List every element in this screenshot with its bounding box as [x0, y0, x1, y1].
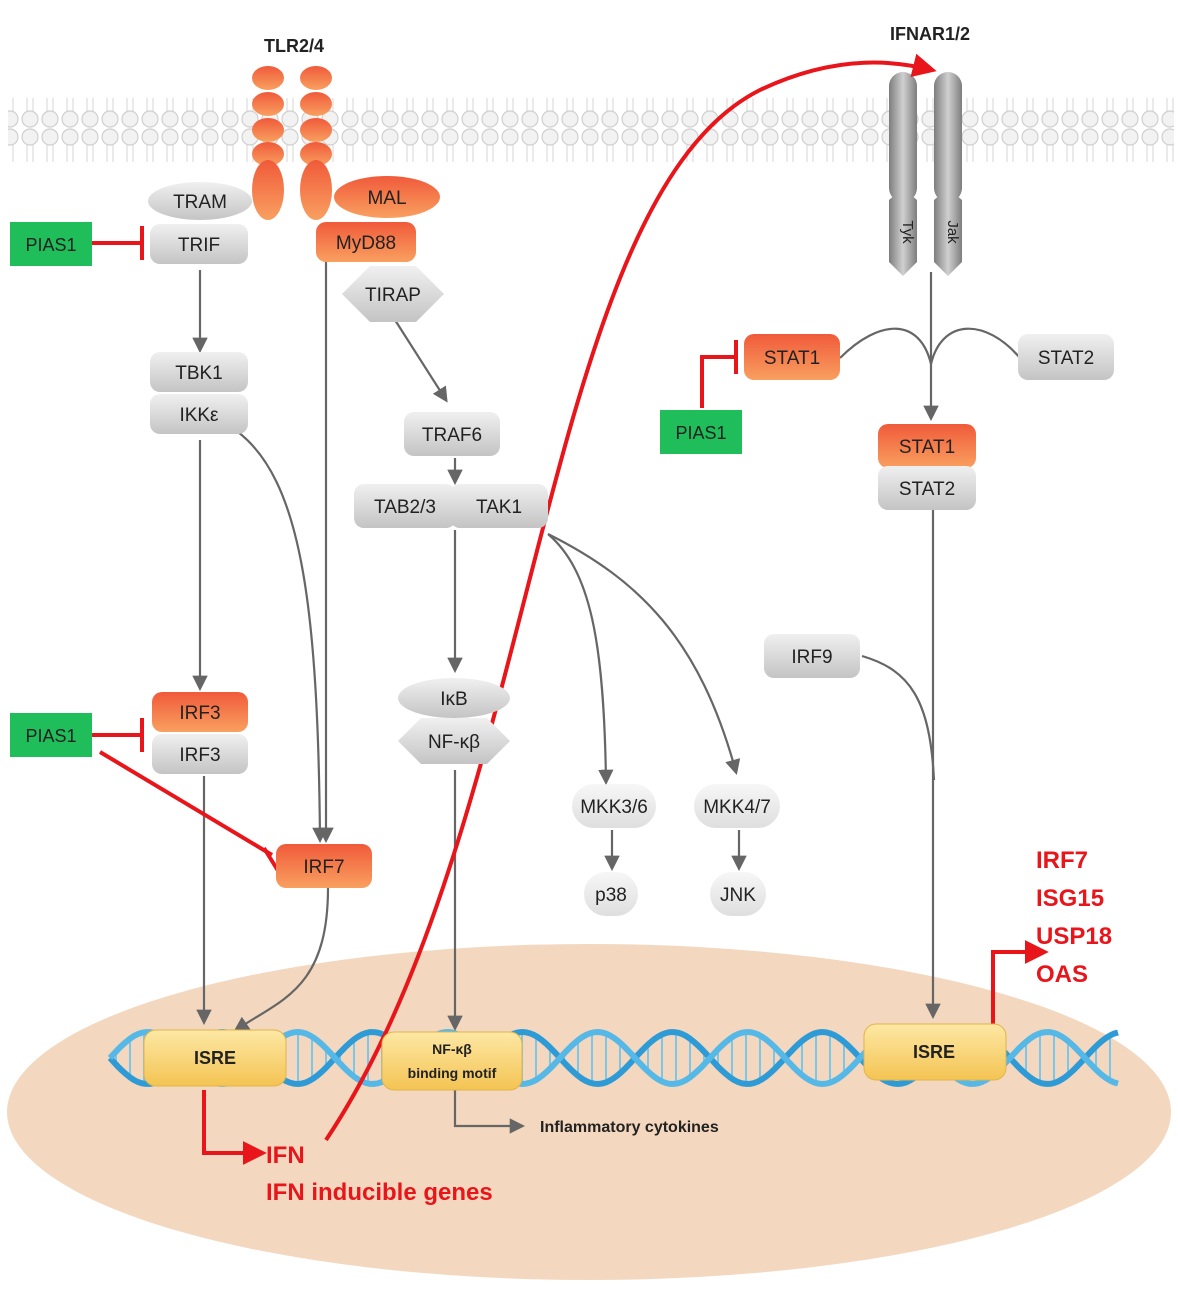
pias1-inhibitor-trif: PIAS1 [10, 222, 92, 266]
node-label: JNK [720, 885, 756, 906]
node-traf6: TRAF6 [404, 412, 500, 456]
node-label: STAT2 [899, 479, 955, 500]
red-lines [92, 53, 1049, 1165]
node-myd88: MyD88 [316, 222, 416, 262]
node-mkk47: MKK4/7 [694, 784, 780, 828]
node-label: MKK4/7 [703, 797, 771, 818]
node-nfkb: NF-κβ [398, 718, 510, 764]
node-label: TBK1 [175, 363, 223, 384]
output-gene: IRF7 [1036, 847, 1088, 874]
svg-text:PIAS1: PIAS1 [25, 235, 76, 255]
isre-right: ISRE [863, 1023, 1007, 1081]
node-label: MKK3/6 [580, 797, 648, 818]
node-label: IKKε [179, 405, 219, 426]
isre-left: ISRE [143, 1029, 287, 1087]
node-tab23: TAB2/3 [354, 484, 456, 528]
node-label: IRF9 [791, 647, 832, 668]
svg-text:ISRE: ISRE [194, 1048, 236, 1068]
node-tirap: TIRAP [342, 266, 444, 322]
tlr-receptor: TLR2/4 [252, 36, 332, 220]
node-label: IRF3 [179, 703, 220, 724]
node-irf9: IRF9 [764, 634, 860, 678]
node-label: TAK1 [476, 497, 522, 518]
tlr-label: TLR2/4 [264, 36, 324, 56]
output-gene-list: IRF7 ISG15 USP18 OAS [1036, 847, 1112, 988]
node-tram: TRAM [148, 182, 252, 220]
node-tbk1: TBK1 [150, 352, 248, 392]
output-gene: OAS [1036, 961, 1088, 988]
output-gene: USP18 [1036, 923, 1112, 950]
node-label: p38 [595, 885, 627, 906]
inflammatory-cytokines-label: Inflammatory cytokines [540, 1119, 719, 1136]
svg-text:binding motif: binding motif [408, 1065, 497, 1081]
node-stat1-complex: STAT1 [878, 424, 976, 468]
node-label: MyD88 [336, 233, 396, 254]
ifnar-receptor: IFNAR1/2 Tyk Jak [889, 24, 970, 276]
cell-membrane [8, 98, 1174, 162]
node-ikb: IκB [398, 678, 510, 718]
node-label: IκB [440, 689, 467, 710]
tyk-label: Tyk [899, 220, 916, 244]
node-label: STAT2 [1038, 348, 1094, 369]
pias1-inhibitor-irf: PIAS1 [10, 713, 92, 757]
pias1-inhibitor-stat: PIAS1 [660, 410, 742, 454]
ifnar-label: IFNAR1/2 [890, 24, 970, 44]
gray-arrows [192, 260, 1021, 1134]
node-label: STAT1 [899, 437, 955, 458]
node-irf7: IRF7 [276, 844, 372, 888]
node-stat2-complex: STAT2 [878, 466, 976, 510]
node-label: IRF3 [179, 745, 220, 766]
svg-text:PIAS1: PIAS1 [25, 726, 76, 746]
node-label: MAL [367, 188, 406, 209]
node-p38: p38 [584, 872, 638, 916]
node-label: NF-κβ [428, 732, 480, 753]
node-label: TAB2/3 [374, 497, 436, 518]
node-label: TRAF6 [422, 425, 482, 446]
node-label: TIRAP [365, 285, 421, 306]
node-ikke: IKKε [150, 394, 248, 434]
ifn-inducible-genes-label: IFN inducible genes [266, 1179, 493, 1206]
node-trif: TRIF [150, 224, 248, 264]
node-label: TRAM [173, 192, 227, 213]
node-label: IRF7 [303, 857, 344, 878]
node-irf3-active: IRF3 [152, 692, 248, 732]
node-label: STAT1 [764, 348, 820, 369]
svg-text:ISRE: ISRE [913, 1042, 955, 1062]
ifn-label: IFN [266, 1142, 305, 1169]
node-mal: MAL [334, 176, 440, 218]
node-tak1: TAK1 [450, 484, 548, 528]
output-gene: ISG15 [1036, 885, 1104, 912]
node-label: TRIF [178, 235, 220, 256]
node-stat1: STAT1 [744, 334, 840, 380]
svg-text:PIAS1: PIAS1 [675, 423, 726, 443]
nucleus [7, 944, 1171, 1280]
nfkb-binding-motif: NF-κβ binding motif [381, 1031, 523, 1091]
node-irf3: IRF3 [152, 734, 248, 774]
node-mkk36: MKK3/6 [572, 784, 656, 828]
node-jnk: JNK [710, 872, 766, 916]
jak-label: Jak [944, 220, 961, 244]
node-stat2: STAT2 [1018, 334, 1114, 380]
svg-text:NF-κβ: NF-κβ [432, 1041, 472, 1057]
